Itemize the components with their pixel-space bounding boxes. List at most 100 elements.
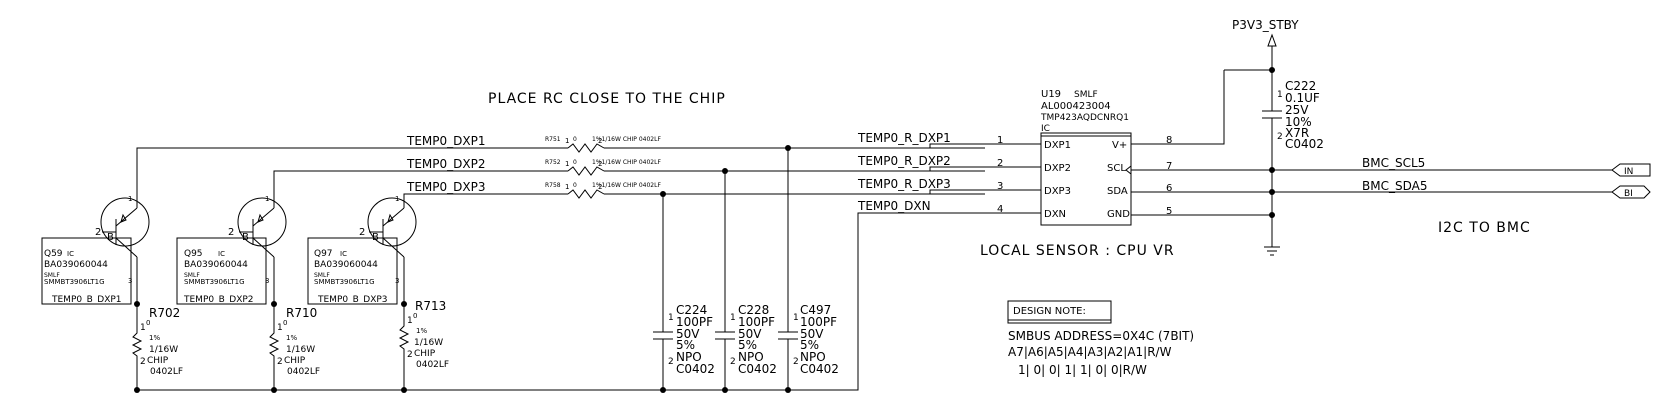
u19-pin8-num: 8 — [1166, 135, 1172, 146]
c497-dielectric: NPO — [800, 350, 826, 364]
r758-value: 0 — [573, 182, 577, 189]
capacitor-c497: 1 C497 100PF 50V 5% 2 NPO C0402 — [778, 148, 839, 393]
design-note-title: DESIGN NOTE: — [1013, 306, 1086, 317]
c222-value: 0.1UF — [1285, 91, 1320, 105]
c224-dielectric: NPO — [676, 350, 702, 364]
c228-voltage: 50V — [738, 327, 762, 341]
r713-tol: 1% — [416, 327, 427, 335]
r710-tol: 1% — [286, 334, 297, 342]
q59-part: SMMBT3906LT1G — [44, 278, 105, 286]
r710-pin2: 2 — [277, 357, 283, 367]
capacitor-c222: C222 1 0.1UF 25V 10% 2 X7R C0402 — [1262, 70, 1324, 151]
c224-tolerance: 5% — [676, 338, 695, 352]
u19-ref: U19 — [1041, 89, 1061, 100]
c228-pin1: 1 — [730, 313, 736, 323]
r758-ref: R758 — [545, 182, 561, 189]
r758-pin1: 1 — [565, 183, 569, 191]
r710-value: 0 — [283, 319, 287, 327]
c497-pin1: 1 — [793, 313, 799, 323]
c224-package: C0402 — [676, 362, 715, 376]
q95-part: SMMBT3906LT1G — [184, 278, 245, 286]
capacitor-c224: 1 C224 100PF 50V 5% 2 NPO C0402 — [653, 194, 715, 393]
power-net-label: P3V3_STBY — [1232, 18, 1299, 32]
q59-b-label: B — [107, 232, 114, 243]
u19-pin3-name: DXP3 — [1044, 186, 1071, 197]
r751-ref: R751 — [545, 136, 561, 143]
c497-pin2: 2 — [793, 357, 799, 367]
ground-symbol — [1264, 246, 1280, 256]
u19-pin7-num: 7 — [1166, 161, 1172, 172]
ic-u19: U19 SMLF AL000423004 TMP423AQDCNRQ1 IC 1… — [985, 89, 1272, 226]
net-temp0-dxp3: TEMP0_DXP3 — [406, 180, 485, 194]
r702-chip: CHIP — [147, 356, 169, 366]
r752-pin2: 2 — [598, 160, 602, 168]
u19-pin5-name: GND — [1107, 209, 1130, 220]
q95-type: IC — [218, 250, 225, 258]
r713-value: 0 — [413, 312, 417, 320]
u19-pin7-name: SCL — [1107, 163, 1126, 174]
c224-voltage: 50V — [676, 327, 700, 341]
design-note: DESIGN NOTE: SMBUS ADDRESS=0X4C (7BIT) A… — [1007, 300, 1194, 377]
r713-pin1: 1 — [407, 316, 413, 326]
net-temp0-dxn: TEMP0_DXN — [857, 199, 931, 213]
u19-pin2-num: 2 — [997, 158, 1003, 169]
r752-ref: R752 — [545, 159, 561, 166]
u19-pin4-num: 4 — [997, 204, 1003, 215]
r752-value: 0 — [573, 159, 577, 166]
c497-value: 100PF — [800, 315, 837, 329]
address-bits: 1| 0| 0| 1| 1| 0| 0|R/W — [1018, 363, 1147, 377]
q59-tag: SMLF — [44, 272, 60, 279]
r758-spec: 1%1/16W CHIP 0402LF — [592, 182, 661, 189]
q97-b-label: B — [372, 232, 379, 243]
q59-pn: BA039060044 — [44, 260, 108, 270]
q97-type: IC — [340, 250, 347, 258]
capacitor-c228: 1 C228 100PF 50V 5% 2 NPO C0402 — [715, 171, 777, 393]
r710-chip: CHIP — [284, 356, 306, 366]
r702-power: 1/16W — [149, 345, 178, 355]
resistor-r702: R702 1 0 1% 1/16W 2 CHIP 0402LF — [131, 301, 183, 393]
q97-pin-c: 3 — [395, 277, 399, 285]
q59-pin-c: 3 — [128, 277, 132, 285]
port-in-label: IN — [1624, 167, 1633, 177]
r752-spec: 1%1/16W CHIP 0402LF — [592, 159, 661, 166]
q95-b-label: B — [242, 232, 249, 243]
u19-pin4-name: DXN — [1044, 209, 1066, 220]
r713-pin2: 2 — [407, 350, 413, 360]
r713-ref: R713 — [415, 299, 446, 313]
q95-ref: Q95 — [184, 249, 203, 259]
i2c-note: I2C TO BMC — [1438, 220, 1531, 236]
q97-pin-b: 2 — [359, 227, 365, 238]
address-header: A7|A6|A5|A4|A3|A2|A1|R/W — [1008, 345, 1172, 359]
q95-pn: BA039060044 — [184, 260, 248, 270]
u19-pin1-num: 1 — [997, 135, 1003, 146]
c222-ref: C222 — [1285, 79, 1316, 93]
u19-pin5-num: 5 — [1166, 206, 1172, 217]
u19-tag: SMLF — [1074, 90, 1098, 100]
c497-voltage: 50V — [800, 327, 824, 341]
q59-pin-e: 1 — [128, 195, 132, 203]
u19-pin8-name: V+ — [1112, 140, 1127, 151]
c228-dielectric: NPO — [738, 350, 764, 364]
net-temp0-r-dxp1: TEMP0_R_DXP1 — [857, 131, 951, 145]
r710-ref: R710 — [286, 306, 317, 320]
resistor-r713: R713 1 0 1% 1/16W 2 CHIP 0402LF — [398, 299, 449, 393]
u19-type: IC — [1041, 124, 1050, 134]
q95-tag: SMLF — [184, 272, 200, 279]
r713-chip: CHIP — [414, 349, 436, 359]
r758-pin2: 2 — [598, 183, 602, 191]
u19-pin6-name: SDA — [1107, 186, 1128, 197]
c224-value: 100PF — [676, 315, 713, 329]
resistor-r752: R752 1 0 1%1/16W CHIP 0402LF 2 — [545, 159, 661, 176]
q59-ref: Q59 — [44, 249, 63, 259]
c222-package: C0402 — [1285, 137, 1324, 151]
q95-pin-c: 3 — [265, 277, 269, 285]
r751-value: 0 — [573, 136, 577, 143]
q97-pin-e: 1 — [395, 195, 399, 203]
u19-pin3-num: 3 — [997, 181, 1003, 192]
u19-pn: AL000423004 — [1041, 101, 1111, 112]
r702-ref: R702 — [149, 306, 180, 320]
c222-pin2: 2 — [1277, 132, 1283, 142]
c497-ref: C497 — [800, 303, 831, 317]
u19-pin2-name: DXP2 — [1044, 163, 1071, 174]
